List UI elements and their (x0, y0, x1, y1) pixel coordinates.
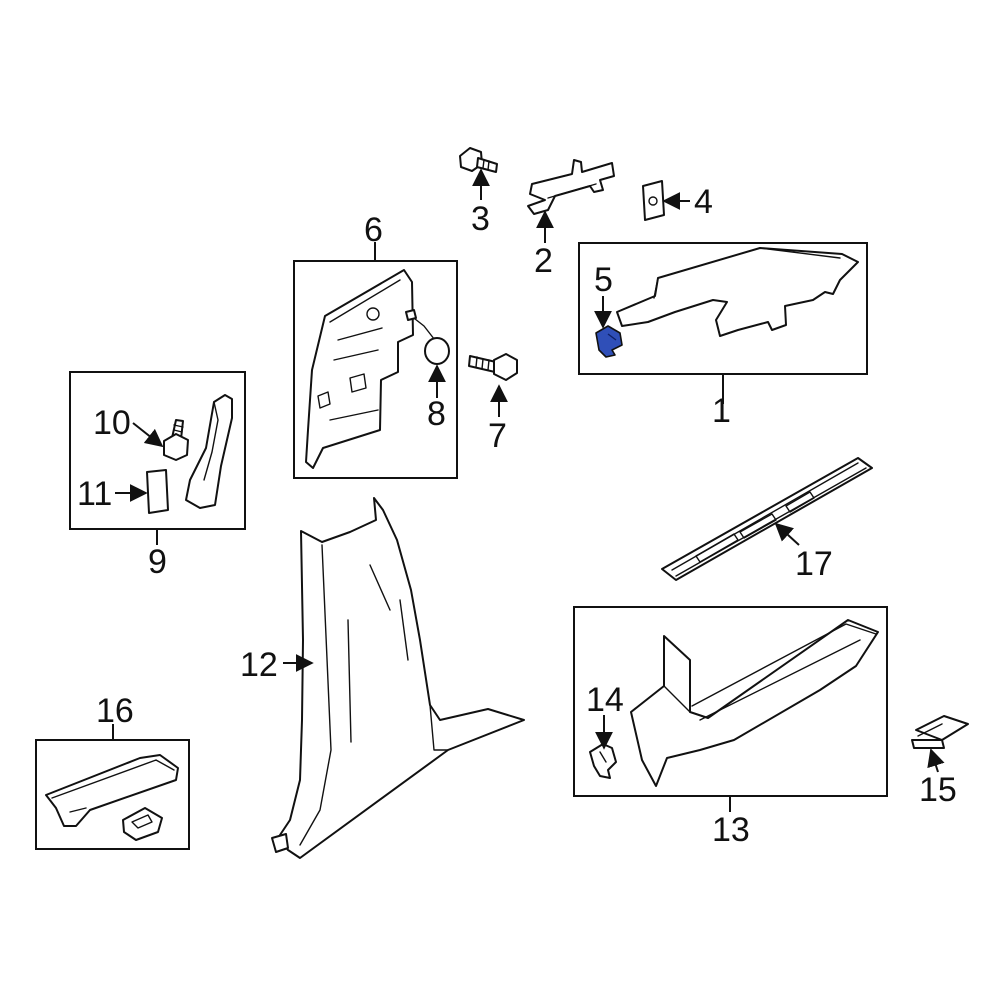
part-13-sill-trim[interactable] (630, 619, 879, 787)
part-16-cover[interactable] (45, 754, 179, 827)
part-9-trim-piece[interactable] (185, 394, 233, 509)
part-2-bracket[interactable] (527, 159, 615, 215)
part-10-screw[interactable] (163, 419, 189, 461)
callout-7: 7 (488, 417, 507, 455)
part-14-clip[interactable] (589, 743, 617, 779)
part-17-sill-plate[interactable] (661, 457, 873, 581)
callout-4: 4 (694, 183, 713, 221)
callout-3: 3 (471, 200, 490, 238)
part-7-bolt[interactable] (468, 353, 518, 381)
callout-13: 13 (712, 811, 750, 849)
callout-17: 17 (795, 545, 833, 583)
callout-10: 10 (93, 404, 131, 442)
callout-labels: 1 2 3 4 5 6 7 8 9 10 11 12 13 14 15 16 1… (77, 183, 957, 849)
callout-5: 5 (594, 261, 613, 299)
callout-16: 16 (96, 692, 134, 730)
callout-1: 1 (712, 392, 731, 430)
callout-9: 9 (148, 543, 167, 581)
callout-14: 14 (586, 681, 624, 719)
part-1-trim-panel[interactable] (616, 247, 859, 337)
part-5-clip[interactable] (595, 325, 623, 358)
callout-8: 8 (427, 395, 446, 433)
callout-15: 15 (919, 771, 957, 809)
part-15-clip[interactable] (911, 715, 969, 749)
part-3-bolt[interactable] (459, 147, 498, 173)
part-12-pillar-trim[interactable] (271, 497, 525, 859)
part-16-clip-nut[interactable] (122, 807, 163, 841)
leader-lines (112, 168, 945, 812)
callout-2: 2 (534, 242, 553, 280)
callout-12: 12 (240, 646, 278, 684)
part-4-plate[interactable] (642, 180, 665, 221)
part-8-push-pin[interactable] (405, 309, 450, 365)
callout-11: 11 (77, 475, 112, 513)
part-11-pad[interactable] (146, 469, 169, 514)
part-6-pillar-trim[interactable] (305, 269, 414, 469)
callout-6: 6 (364, 211, 383, 249)
